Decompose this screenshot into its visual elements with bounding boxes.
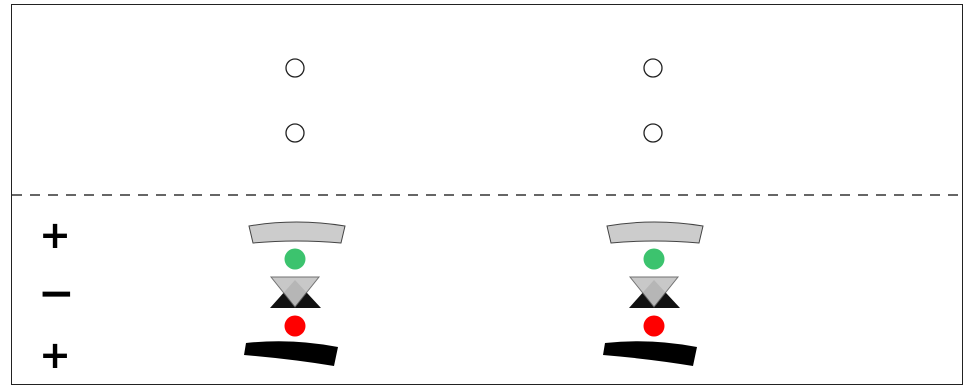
top-plate-left bbox=[249, 222, 345, 243]
hollow-circle-left-bottom bbox=[286, 124, 304, 142]
hollow-circle-right-top bbox=[644, 59, 662, 77]
top-plate-right bbox=[607, 222, 703, 243]
negative-dot-right bbox=[644, 316, 665, 337]
bottom-plate-left bbox=[244, 341, 338, 366]
negative-dot-left bbox=[285, 316, 306, 337]
positive-dot-left bbox=[285, 249, 306, 270]
bottom-plate-right bbox=[603, 341, 697, 366]
assembly-left bbox=[244, 222, 345, 366]
hollow-circle-left-top bbox=[286, 59, 304, 77]
positive-dot-right bbox=[644, 249, 665, 270]
assembly-right bbox=[603, 222, 703, 366]
hollow-circle-right-bottom bbox=[644, 124, 662, 142]
